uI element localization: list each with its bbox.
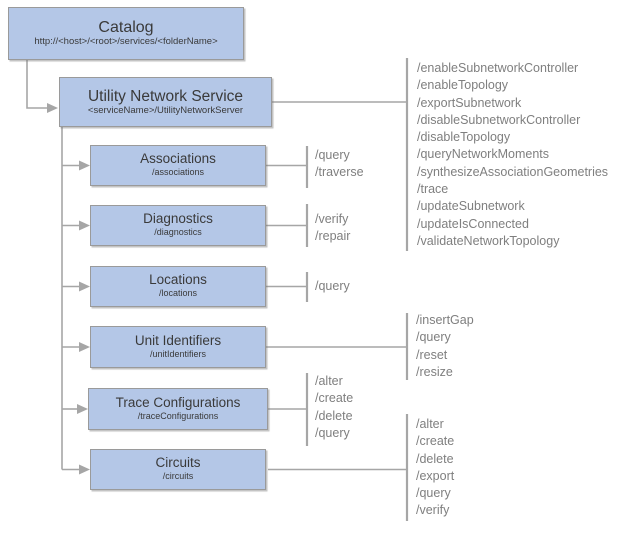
node-subtitle: /diagnostics (154, 227, 202, 238)
ops-list-associations: /query /traverse (315, 147, 364, 182)
node-utility-network-service: Utility Network Service <serviceName>/Ut… (59, 77, 272, 127)
node-title: Utility Network Service (87, 87, 244, 105)
op-item: /alter (416, 417, 444, 431)
node-title: Unit Identifiers (134, 332, 222, 348)
op-item: /synthesizeAssociationGeometries (417, 164, 609, 179)
op-item: /query (416, 486, 451, 501)
node-title: Diagnostics (143, 211, 213, 227)
op-item: /export (416, 468, 455, 483)
op-item: /verify (315, 212, 349, 226)
op-item: /delete (416, 451, 454, 466)
node-subtitle: /unitIdentifiers (149, 348, 207, 359)
connector-catalog-to-uns (26, 60, 47, 109)
arrow-icon (79, 342, 90, 352)
node-title: Locations (149, 272, 207, 288)
op-item: /traverse (315, 165, 364, 180)
op-item: /repair (315, 229, 351, 244)
arrow-icon (77, 404, 88, 414)
op-item: /updateSubnetwork (417, 199, 525, 214)
arrow-icon (79, 160, 90, 171)
node-title: Circuits (155, 455, 201, 471)
op-item: /create (315, 391, 354, 406)
node-subtitle: <serviceName>/UtilityNetworkServer (87, 104, 244, 116)
ops-list-locations: /query (315, 278, 350, 295)
op-item: /resize (416, 364, 453, 379)
arrow-icon (79, 281, 90, 292)
node-locations: Locations /locations (90, 266, 266, 307)
op-item: /query (315, 279, 350, 293)
op-item: /delete (315, 408, 353, 423)
op-item: /reset (416, 347, 448, 362)
op-item: /insertGap (416, 313, 474, 327)
op-item: /enableSubnetworkController (417, 61, 579, 75)
op-item: /query (315, 148, 350, 162)
node-subtitle: /traceConfigurations (137, 410, 219, 421)
node-catalog: Catalog http://<host>/<root>/services/<f… (8, 7, 244, 60)
ops-list-diagnostics: /verify /repair (315, 211, 350, 246)
node-title: Catalog (98, 18, 154, 36)
op-item: /queryNetworkMoments (417, 147, 549, 162)
op-item: /disableSubnetworkController (417, 112, 581, 127)
arrow-icon (79, 464, 90, 475)
node-title: Associations (140, 151, 216, 167)
ops-list-utility-network-service: /enableSubnetworkController /enableTopol… (417, 60, 608, 250)
node-subtitle: /associations (151, 167, 205, 178)
op-item: /alter (315, 374, 343, 388)
ops-list-circuits: /alter /create /delete /export /query /v… (416, 416, 454, 520)
op-item: /verify (416, 503, 450, 518)
node-trace-configurations: Trace Configurations /traceConfiguration… (88, 388, 268, 430)
arrow-icon (47, 103, 58, 113)
arrow-icon (79, 220, 90, 231)
op-item: /disableTopology (417, 130, 511, 145)
node-circuits: Circuits /circuits (90, 449, 266, 490)
op-item: /query (315, 425, 350, 440)
node-unit-identifiers: Unit Identifiers /unitIdentifiers (90, 326, 266, 368)
ops-list-unit-identifiers: /insertGap /query /reset /resize (416, 312, 474, 381)
node-diagnostics: Diagnostics /diagnostics (90, 205, 266, 246)
node-subtitle: http://<host>/<root>/services/<folderNam… (34, 36, 218, 48)
op-item: /validateNetworkTopology (417, 233, 560, 248)
node-title: Trace Configurations (115, 394, 241, 410)
op-item: /updateIsConnected (417, 216, 529, 231)
node-associations: Associations /associations (90, 145, 266, 186)
ops-list-trace-configurations: /alter /create /delete /query (315, 373, 353, 442)
op-item: /exportSubnetwork (417, 95, 522, 110)
op-item: /enableTopology (417, 78, 509, 93)
node-subtitle: /circuits (162, 471, 194, 482)
op-item: /create (416, 434, 455, 449)
op-item: /trace (417, 182, 449, 197)
op-item: /query (416, 330, 451, 345)
node-subtitle: /locations (158, 288, 198, 299)
